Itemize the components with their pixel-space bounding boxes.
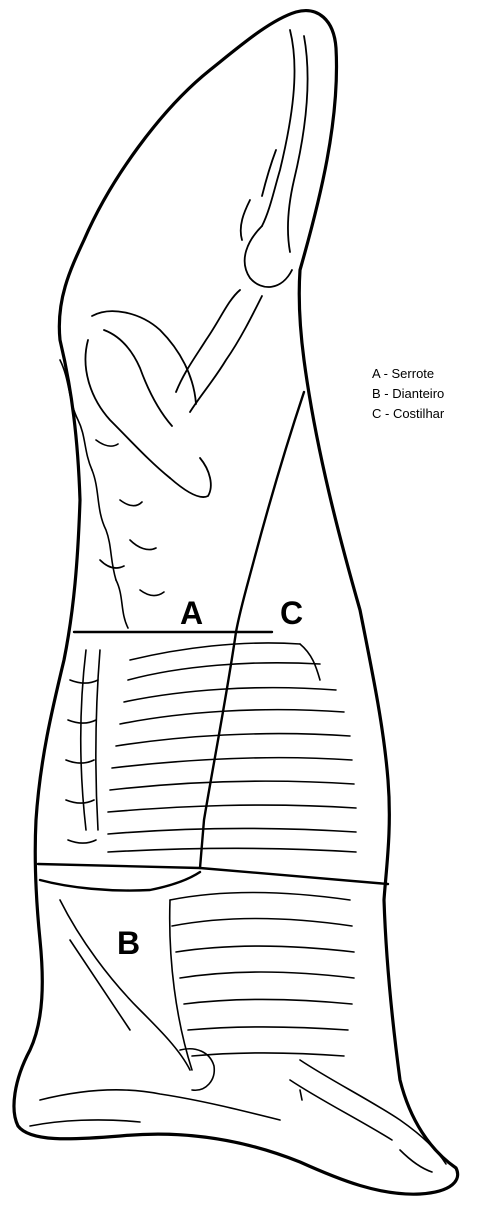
rib-lines — [108, 643, 356, 852]
legend-item-c: C - Costilhar — [372, 404, 444, 424]
legend-item-b: B - Dianteiro — [372, 384, 444, 404]
cut-line-b — [40, 872, 200, 891]
region-label-c: C — [280, 597, 303, 629]
lower-rib-lines — [170, 893, 354, 1071]
hind-leg-bones — [85, 30, 307, 497]
cut-line-lower — [38, 864, 388, 884]
spine-vertebrae — [66, 650, 100, 843]
carcass-outline — [14, 11, 458, 1195]
region-label-a: A — [180, 597, 203, 629]
legend: A - Serrote B - Dianteiro C - Costilhar — [372, 364, 444, 424]
legend-item-a: A - Serrote — [372, 364, 444, 384]
region-label-b: B — [117, 927, 140, 959]
cut-line-a-c — [200, 632, 236, 868]
foreleg-detail — [30, 900, 446, 1172]
